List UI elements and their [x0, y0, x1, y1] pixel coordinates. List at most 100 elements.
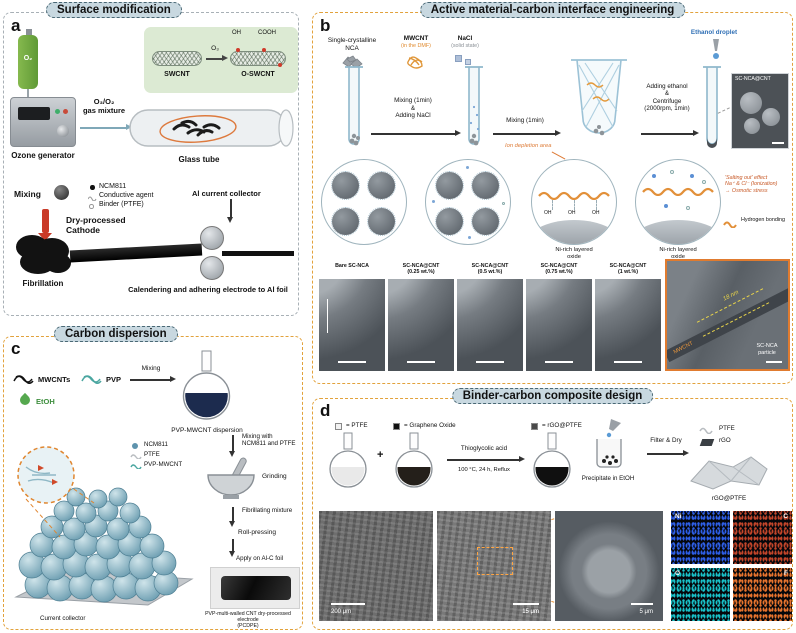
o-swcnt-drawing [230, 51, 286, 66]
nacl-crystal-icon [465, 59, 471, 65]
pvp-icon [81, 375, 102, 384]
flask-go [395, 432, 433, 488]
o-swcnt-label: O-SWCNT [241, 71, 275, 78]
dispersion-flask [182, 350, 231, 420]
panel-a-letter: a [11, 16, 21, 35]
step2-label: Mixing (1min) [506, 117, 544, 124]
roll-pressing-label: Roll-pressing [238, 529, 276, 536]
panel-d-title-badge: Binder-carbon composite design [451, 388, 654, 404]
sem-label-4: SC-NCA@CNT (1 wt.%) [609, 263, 647, 276]
o3-arrow [206, 55, 228, 61]
mixing-arrow [130, 376, 176, 382]
ozone-generator-device [10, 97, 76, 147]
o3-label: O₃ [211, 45, 219, 52]
pvp-mwcnt-legend-label: PVP-MWCNT [144, 461, 183, 468]
filter-dry-label: Filter & Dry [650, 437, 682, 444]
test-tube-1 [345, 66, 363, 146]
pcdpe-caption: PVP-multi-walled CNT dry-processed elect… [205, 611, 291, 630]
ethanol-droplet-label: Ethanol droplet [690, 29, 738, 36]
oh-group-label: OH [592, 210, 600, 216]
scale-15um-label: 15 μm [522, 608, 539, 615]
dry-processed-cathode-label: Dry-processed Cathode [66, 215, 126, 236]
step2-arrow [493, 130, 561, 136]
precipitate-label: Precipitate in EtOH [581, 475, 635, 482]
oxide-surface [636, 220, 720, 244]
eds-map-o: O [671, 568, 730, 621]
scale-5um-label: 5 μm [639, 608, 653, 615]
interface-zoom-circle-2 [635, 159, 721, 245]
distance-dashed-line [702, 302, 770, 337]
na-ion-dot [652, 174, 656, 178]
cl-ion-dot [702, 180, 706, 184]
salt-ion-dot [432, 200, 435, 203]
sem-rgo-ptfe-mid: 15 μm [437, 511, 551, 621]
mixing-with-label: Mixing with NCM811 and PTFE [242, 433, 296, 448]
functional-group-dot [236, 48, 240, 52]
mwcnts-label: MWCNTs [38, 375, 71, 384]
h-bond-line [574, 200, 575, 210]
reaction-arrow [447, 456, 525, 462]
mwcnt-tangle-icon [407, 56, 423, 69]
rgo-ptfe-swatch [531, 423, 538, 430]
fibrillation-label: Fibrillation [22, 279, 64, 288]
ptfe-legend-icon [130, 454, 142, 459]
mwcnt-strand [538, 191, 610, 200]
na-ion-dot [664, 204, 668, 208]
flow-arrow-2 [229, 507, 235, 527]
sem-scale-bar [513, 602, 539, 605]
panel-c-title-badge: Carbon dispersion [54, 326, 178, 342]
fibrillated-powder-blob [16, 235, 71, 274]
test-tube-3 [703, 66, 721, 148]
rgo-legend-label: rGO [719, 437, 731, 444]
sem-label-2: SC-NCA@CNT (0.5 wt.%) [471, 263, 509, 276]
sc-nca-label: Single-crystalline NCA [327, 37, 377, 52]
mortar-pestle-icon [207, 457, 255, 499]
calender-roller-bottom [200, 256, 224, 280]
rgo-ptfe-label: rGO@PTFE [711, 495, 747, 502]
flow-arrow-3 [229, 539, 235, 557]
flow-arrow-1 [229, 435, 235, 457]
sem-label-0: Bare SC-NCA [335, 263, 369, 269]
sem-inset: SC-NCA@CNT [731, 73, 789, 149]
hydrogen-bonding-label: Hydrogen bonding [741, 217, 786, 223]
rgo-ptfe-sheet [690, 456, 768, 490]
sem-label-1: SC-NCA@CNT (0.25 wt.%) [402, 263, 440, 276]
panel-carbon-dispersion: Carbon dispersion c MWCNTs PVP Mixing Et… [3, 326, 303, 630]
ncm811-legend-icon [132, 443, 138, 449]
sem-inset-label: SC-NCA@CNT [735, 76, 771, 82]
mixing-label: Mixing [14, 189, 41, 199]
na-ion-dot [690, 174, 694, 178]
panel-surface-modification: Surface modification a O₂ Ozone generato… [3, 2, 299, 316]
calender-roller-top [200, 226, 224, 250]
grinding-label: Grinding [262, 473, 287, 480]
ni-rich-oxide-label-2: Ni-rich layered oxide [659, 247, 697, 260]
functional-group-dot [262, 48, 266, 52]
sem-scale-bar [631, 602, 653, 605]
cooh-label: COOH [258, 30, 276, 36]
inset-scale-bar [772, 142, 784, 144]
precipitation-beaker [596, 419, 622, 468]
sem-scale-bar [331, 602, 365, 605]
electrode-sheet [69, 243, 203, 263]
ncm811-dot-icon [90, 185, 95, 190]
pvp-mwcnt-legend-icon [130, 464, 142, 469]
mwcnt-header-label: MWCNT [403, 35, 429, 42]
mwcnts-icon [13, 375, 34, 384]
nacl-crystal-icon [455, 55, 462, 62]
salting-out-note: 'Salting out' effect Na⁺ & Cl⁻ (Ionizati… [725, 175, 778, 194]
gas-flow-arrow [80, 124, 132, 130]
oh-group-label: OH [544, 210, 552, 216]
oxide-surface [532, 220, 616, 244]
etoh-droplet-icon [17, 392, 33, 408]
gas-hose [27, 89, 29, 97]
eds-map-f: F [733, 568, 792, 621]
tem-zoom-image: 18 nm MWCNT SC-NCA particle [665, 259, 790, 371]
sem-rgo-ptfe-wide: 200 μm [319, 511, 433, 621]
sem-image-05 [457, 279, 523, 371]
inset-particle [744, 118, 760, 134]
electrode-photo-strip [221, 576, 291, 600]
conductive-agent-legend: Conductive agent [99, 192, 154, 199]
cl-ion-dot [686, 206, 690, 210]
salt-ion-dot [466, 166, 469, 169]
swcnt-reaction-box: OH COOH SWCNT O₃ O-SWCNT [144, 27, 298, 93]
